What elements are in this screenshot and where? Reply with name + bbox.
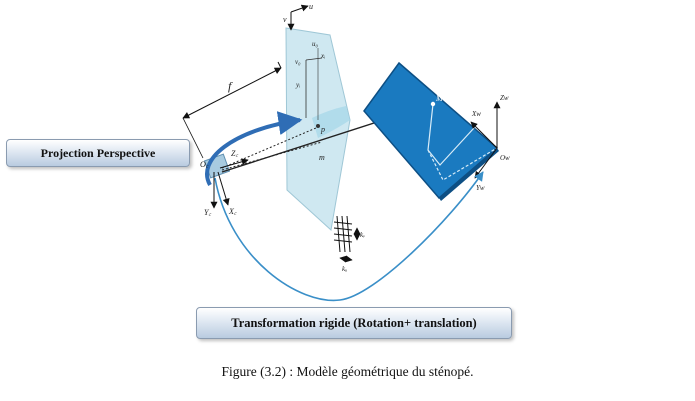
projection-perspective-label: Projection Perspective — [6, 139, 190, 167]
label-kv: kᵥ — [360, 231, 365, 239]
label-yi: yᵢ — [295, 81, 300, 89]
xi-axis — [305, 57, 323, 61]
transformation-curve — [214, 171, 484, 302]
xc-axis — [217, 171, 230, 206]
label-yc: Y꜀ — [204, 208, 211, 217]
image-point — [316, 124, 320, 128]
label-m: m — [319, 153, 325, 162]
label-world-point: M — [435, 94, 444, 103]
label-zc: Z꜀ — [231, 149, 238, 158]
projection-arrow — [205, 111, 303, 186]
focal-tick-2 — [182, 117, 204, 159]
focal-tick-1 — [277, 61, 282, 69]
label-xi: xᵢ — [320, 52, 325, 60]
label-v0: v₀ — [295, 58, 301, 66]
u-axis-arrow — [290, 4, 309, 13]
world-frame-lines — [427, 103, 498, 181]
ku-dimension — [339, 255, 353, 263]
image-plane-highlight — [312, 106, 350, 138]
focal-length-arrow — [182, 67, 282, 119]
label-xc: X꜀ — [228, 207, 237, 216]
world-plane-edge — [439, 148, 499, 201]
label-v: v — [283, 15, 287, 24]
pixel-grid — [333, 215, 353, 253]
world-point — [430, 101, 436, 107]
label-ow: Ow — [500, 154, 510, 162]
label-oc: O꜀ — [200, 160, 209, 169]
figure-caption: Figure (3.2) : Modèle géométrique du sté… — [221, 364, 474, 379]
label-f: f — [228, 79, 233, 93]
rigid-transformation-label: Transformation rigide (Rotation+ transla… — [196, 307, 512, 339]
label-p: p — [320, 125, 325, 134]
xw-axis — [470, 121, 498, 149]
label-xw: Xw — [471, 110, 481, 118]
zc-axis — [219, 158, 249, 169]
label-u0: u₀ — [312, 40, 319, 48]
label-u: u — [309, 2, 313, 11]
label-zw: Zw — [500, 94, 509, 102]
label-yw: Yw — [476, 184, 485, 192]
label-ku: kᵤ — [342, 265, 347, 273]
optical-axis — [221, 141, 323, 171]
